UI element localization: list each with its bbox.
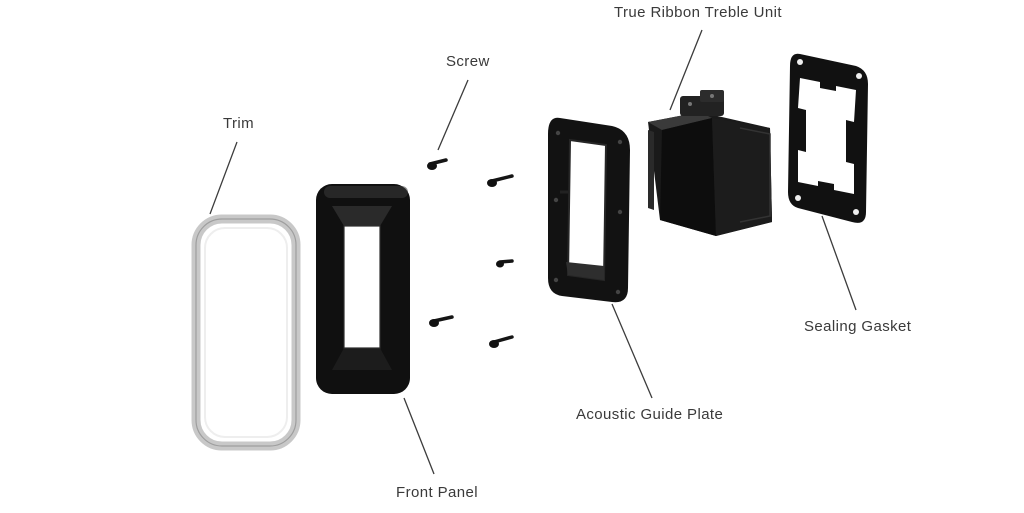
leader-true-ribbon-treble-unit — [669, 29, 703, 111]
label-front-panel: Front Panel — [396, 484, 478, 501]
screw-3 — [496, 259, 514, 268]
screw-2 — [487, 174, 514, 187]
leader-front-panel — [403, 397, 435, 475]
label-true-ribbon-treble-unit: True Ribbon Treble Unit — [614, 4, 782, 21]
leader-acoustic-guide-plate — [611, 303, 653, 399]
leader-sealing-gasket — [821, 215, 857, 311]
trim-part — [191, 214, 301, 451]
label-trim: Trim — [223, 115, 255, 132]
front-panel-part — [316, 184, 410, 394]
acoustic-guide-plate-part — [548, 117, 630, 303]
leader-trim — [209, 141, 238, 215]
screw-5 — [489, 335, 514, 348]
leader-screw — [437, 79, 469, 151]
screw-4 — [429, 315, 454, 327]
screw-1 — [427, 158, 448, 170]
screws — [427, 158, 514, 348]
leader-lines — [209, 29, 857, 475]
label-acoustic-guide-plate: Acoustic Guide Plate — [576, 406, 724, 423]
label-screw: Screw — [446, 53, 490, 70]
true-ribbon-treble-unit-part — [648, 90, 772, 236]
sealing-gasket-part — [788, 53, 868, 223]
label-sealing-gasket: Sealing Gasket — [804, 318, 912, 335]
